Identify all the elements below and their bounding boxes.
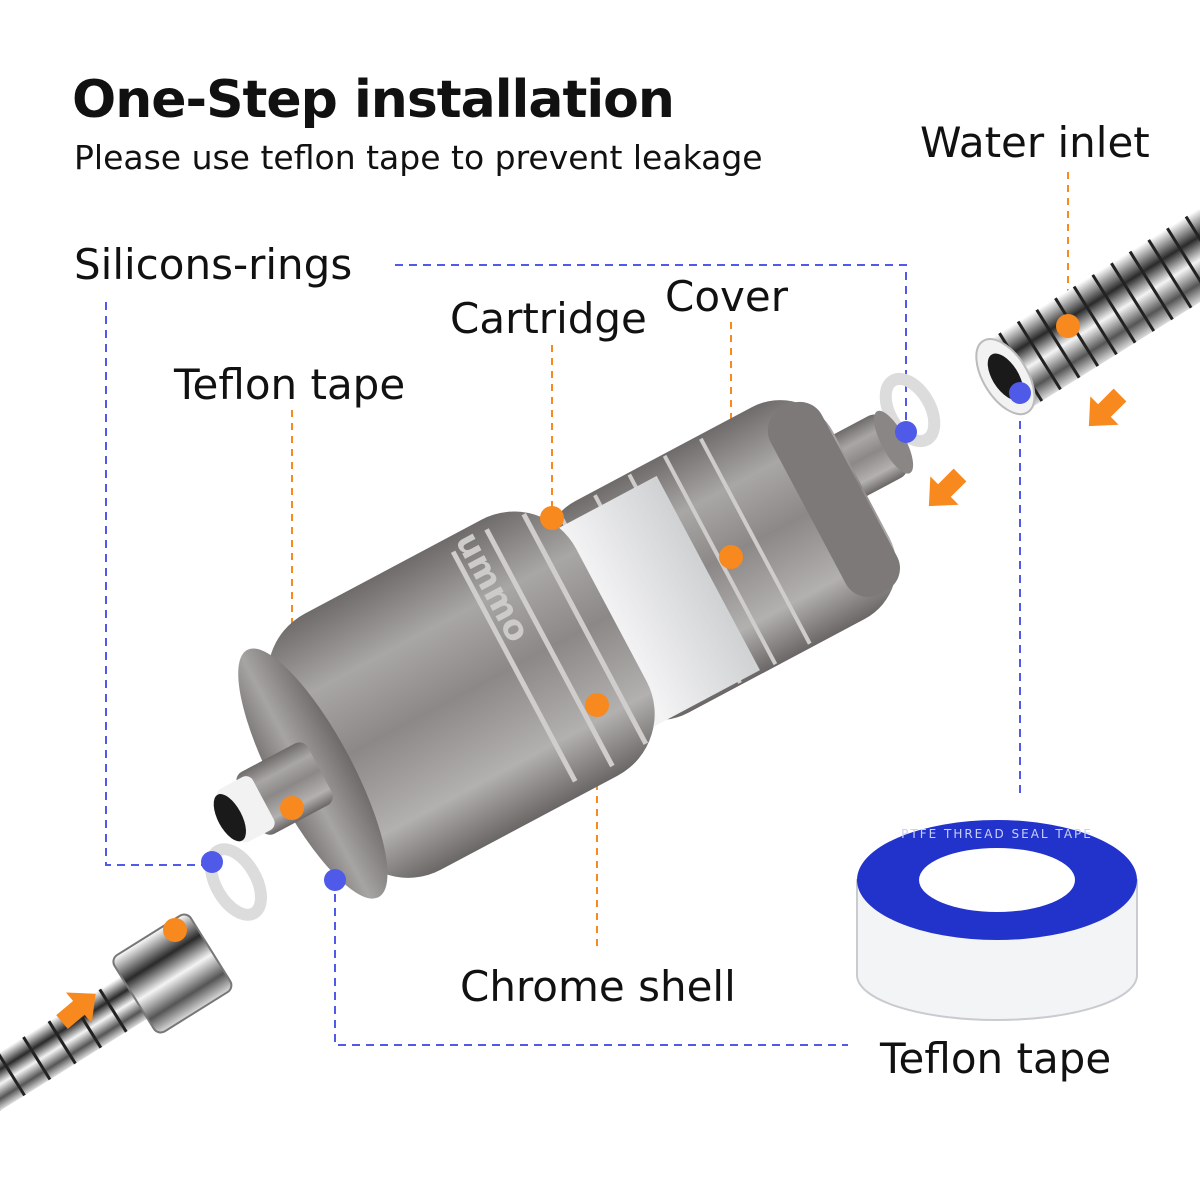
- arrow-icon: [928, 468, 967, 507]
- teflon-tape-label-bottom: Teflon tape: [880, 1034, 1112, 1083]
- teflon-tape-roll: PTFE THREAD SEAL TAPE: [856, 820, 1138, 1021]
- arrow-icon: [1088, 388, 1127, 427]
- page-subtitle: Please use teflon tape to prevent leakag…: [74, 138, 763, 177]
- outlet-hose: [0, 913, 233, 1122]
- tape-print-text: PTFE THREAD SEAL TAPE: [901, 827, 1093, 841]
- flow-arrows: [56, 388, 1127, 1029]
- callout-dots-orange: [163, 314, 1080, 942]
- cartridge-label: Cartridge: [450, 294, 647, 343]
- silicons-rings-label: Silicons-rings: [74, 240, 353, 289]
- teflon-tape-label-top: Teflon tape: [174, 360, 406, 409]
- page-title: One-Step installation: [72, 70, 675, 130]
- cover-label: Cover: [665, 272, 788, 321]
- chrome-shell-label: Chrome shell: [460, 962, 736, 1011]
- silicone-ring-bottom: [205, 843, 267, 921]
- water-inlet-hose: [975, 209, 1200, 416]
- arrow-icon: [56, 992, 96, 1029]
- water-inlet-label: Water inlet: [920, 118, 1150, 167]
- callout-dots-blue: [201, 382, 1031, 891]
- shower-filter: ummo: [213, 400, 914, 899]
